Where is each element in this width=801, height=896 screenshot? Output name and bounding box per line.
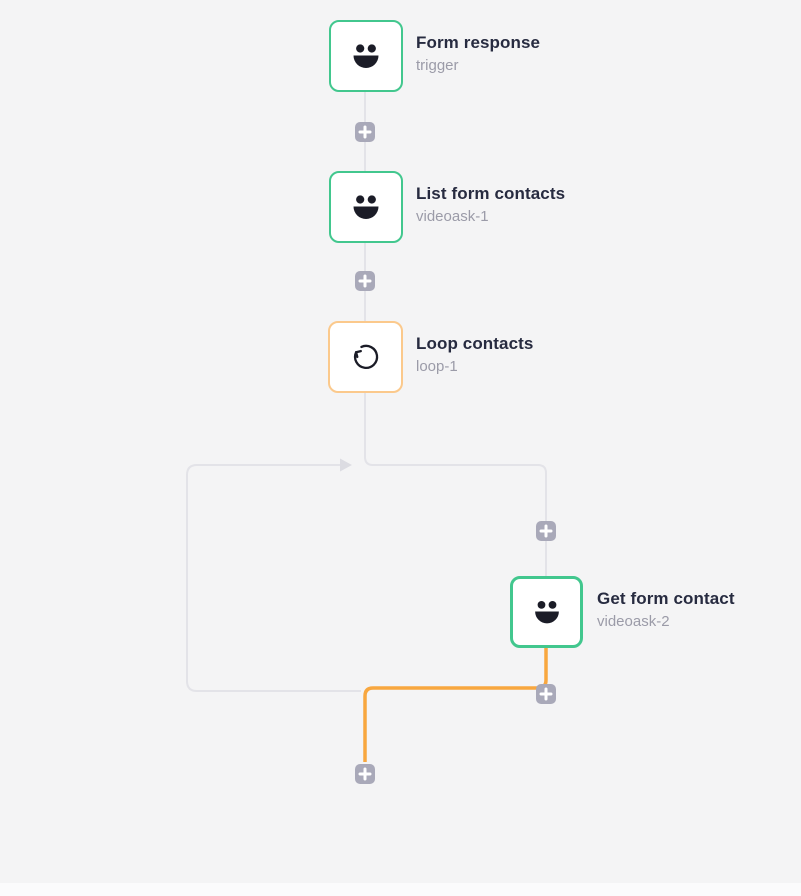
- add-step-button-1[interactable]: [355, 122, 375, 142]
- node-labels-list-form-contacts: List form contacts videoask-1: [416, 183, 565, 227]
- plus-icon: [358, 274, 372, 288]
- add-step-button-2[interactable]: [355, 271, 375, 291]
- plus-icon: [358, 125, 372, 139]
- loop-icon: [346, 337, 386, 377]
- node-title: Loop contacts: [416, 334, 534, 353]
- node-card-loop-contacts[interactable]: [328, 321, 403, 393]
- node-labels-form-response: Form response trigger: [416, 32, 540, 76]
- node-card-form-response[interactable]: [329, 20, 403, 92]
- node-title: Get form contact: [597, 589, 735, 608]
- videoask-smiley-icon: [346, 36, 386, 76]
- node-labels-loop-contacts: Loop contacts loop-1: [416, 333, 533, 377]
- plus-icon: [539, 524, 553, 538]
- node-subtitle: videoask-2: [597, 613, 670, 630]
- plus-icon: [358, 767, 372, 781]
- plus-icon: [539, 687, 553, 701]
- node-card-list-form-contacts[interactable]: [329, 171, 403, 243]
- connector-active-branch: [363, 647, 548, 762]
- canvas-bottom-strip: [0, 883, 801, 896]
- node-subtitle: trigger: [416, 57, 459, 74]
- videoask-smiley-icon: [346, 187, 386, 227]
- connector-loop-back: [186, 464, 361, 692]
- add-step-button-5[interactable]: [355, 764, 375, 784]
- add-step-button-3[interactable]: [536, 521, 556, 541]
- loop-back-arrowhead-icon: [340, 458, 352, 472]
- node-subtitle: loop-1: [416, 358, 458, 375]
- connector-loop-to-get: [364, 391, 547, 577]
- node-title: List form contacts: [416, 184, 566, 203]
- node-labels-get-form-contact: Get form contact videoask-2: [597, 588, 735, 632]
- node-title: Form response: [416, 33, 541, 52]
- node-subtitle: videoask-1: [416, 208, 489, 225]
- videoask-smiley-icon: [528, 593, 566, 631]
- node-card-get-form-contact[interactable]: [510, 576, 583, 648]
- add-step-button-4[interactable]: [536, 684, 556, 704]
